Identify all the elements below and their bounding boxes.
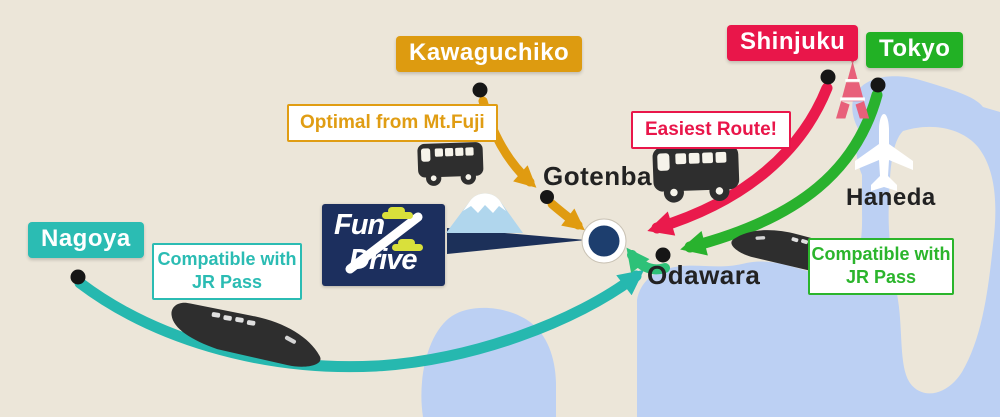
city-label-nagoya: Nagoya: [28, 222, 144, 258]
route-shinjuku: [647, 82, 833, 236]
dot-shinjuku: [820, 69, 836, 85]
airplane-icon: [855, 114, 913, 191]
callout-line: JR Pass: [845, 266, 917, 287]
mt-fuji-icon: [446, 193, 523, 233]
callout-easiest-route: Easiest Route!: [631, 111, 791, 149]
place-label-odawara: Odawara: [647, 260, 761, 290]
place-label-haneda: Haneda: [846, 184, 936, 211]
logo-art: [345, 207, 423, 274]
city-label-shinjuku: Shinjuku: [727, 25, 859, 61]
route-nagoya: [74, 269, 645, 373]
dot-gotenba: [540, 190, 554, 204]
city-label-tokyo: Tokyo: [866, 32, 964, 68]
logo-car-icon: [382, 207, 413, 219]
logo-word-drive: Drive: [349, 244, 418, 276]
callout-line: Compatible with: [811, 244, 951, 264]
bus-icon-shinjuku: [652, 144, 740, 204]
destination-marker: [588, 225, 620, 257]
city-label-kawaguchiko: Kawaguchiko: [396, 36, 583, 72]
dot-tokyo: [870, 77, 886, 93]
route-tokyo: [680, 89, 883, 256]
callout-jr-pass-nagoya: Compatible with JR Pass: [152, 243, 302, 300]
logo-swoosh: [345, 212, 423, 274]
dot-nagoya: [70, 269, 86, 285]
tokyo-tower-icon: [836, 58, 870, 119]
mt-fuji-snowcap: [463, 193, 506, 213]
callout-optimal-from-mtfuji: Optimal from Mt.Fuji: [287, 104, 498, 142]
bus-icon-kawaguchiko: [417, 141, 484, 187]
route-odawara-to-destination: [626, 247, 670, 275]
place-label-gotenba: Gotenba: [543, 161, 652, 191]
callout-jr-pass-tokyo: Compatible with JR Pass: [808, 238, 954, 295]
callout-line: JR Pass: [191, 271, 263, 292]
logo-word-fun: Fun: [334, 209, 385, 241]
logo-pointer: [447, 228, 586, 254]
fun2drive-logo: Fun Drive: [322, 204, 445, 286]
route-gotenba-to-destination: [547, 199, 585, 231]
logo-car-icon: [392, 239, 423, 251]
dot-kawaguchiko: [472, 82, 488, 98]
dot-odawara: [655, 247, 671, 263]
callout-line: Compatible with: [157, 249, 297, 269]
